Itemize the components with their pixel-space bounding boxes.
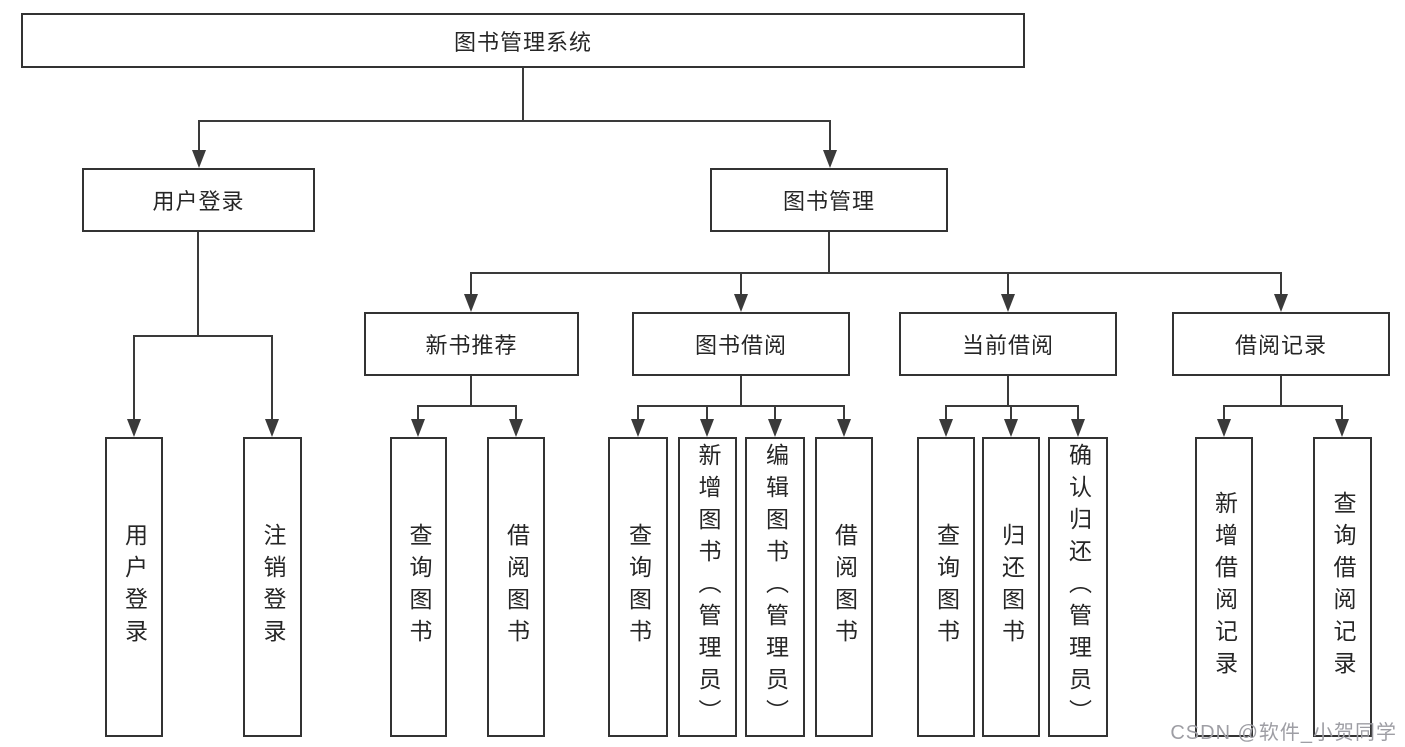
arrow-down-icon bbox=[192, 150, 206, 168]
node-leaf-logout-label: 注销登录 bbox=[260, 523, 286, 651]
connector-line bbox=[774, 405, 776, 421]
arrow-down-icon bbox=[1335, 419, 1349, 437]
connector-line bbox=[945, 405, 1079, 407]
node-leaf-add-books-admin-label: 新增图书（管理员） bbox=[695, 443, 721, 731]
node-leaf-edit-books-admin-label: 编辑图书（管理员） bbox=[762, 443, 789, 731]
node-new-book-recommend: 新书推荐 bbox=[364, 312, 579, 376]
node-root-label: 图书管理系统 bbox=[453, 29, 592, 55]
node-book-borrow-label: 图书借阅 bbox=[694, 333, 787, 358]
node-leaf-confirm-return-admin: 确认归还（管理员） bbox=[1048, 437, 1108, 737]
arrow-down-icon bbox=[464, 294, 478, 312]
arrow-down-icon bbox=[734, 294, 748, 312]
connector-line bbox=[198, 120, 831, 122]
arrow-down-icon bbox=[265, 419, 279, 437]
node-leaf-return-books: 归还图书 bbox=[982, 437, 1040, 737]
node-leaf-confirm-return-admin-label: 确认归还（管理员） bbox=[1065, 443, 1092, 731]
connector-line bbox=[1341, 405, 1343, 421]
arrow-down-icon bbox=[1004, 419, 1018, 437]
node-leaf-add-borrow-record: 新增借阅记录 bbox=[1195, 437, 1253, 737]
node-book-management: 图书管理 bbox=[710, 168, 948, 232]
node-leaf-borrow-query-books-label: 查询图书 bbox=[625, 523, 652, 651]
node-user-login: 用户登录 bbox=[82, 168, 315, 232]
arrow-down-icon bbox=[768, 419, 782, 437]
connector-line bbox=[945, 405, 947, 421]
connector-line bbox=[271, 335, 273, 419]
connector-line bbox=[706, 405, 708, 421]
arrow-down-icon bbox=[837, 419, 851, 437]
connector-line bbox=[637, 405, 639, 421]
connector-line bbox=[417, 405, 517, 407]
node-new-book-recommend-label: 新书推荐 bbox=[425, 333, 518, 358]
node-borrow-records: 借阅记录 bbox=[1172, 312, 1390, 376]
connector-line bbox=[1010, 405, 1012, 421]
connector-line bbox=[829, 120, 831, 152]
node-leaf-user-login-label: 用户登录 bbox=[121, 523, 148, 651]
node-current-borrow: 当前借阅 bbox=[899, 312, 1117, 376]
connector-line bbox=[740, 376, 742, 405]
connector-line bbox=[1280, 376, 1282, 405]
connector-line bbox=[198, 120, 200, 152]
node-leaf-add-books-admin: 新增图书（管理员） bbox=[678, 437, 737, 737]
node-leaf-current-query-books-label: 查询图书 bbox=[933, 523, 960, 651]
connector-line bbox=[417, 405, 419, 421]
node-leaf-borrow-books: 借阅图书 bbox=[815, 437, 873, 737]
connector-line bbox=[637, 405, 845, 407]
connector-line bbox=[1223, 405, 1225, 421]
connector-line bbox=[1007, 272, 1009, 296]
connector-line bbox=[470, 272, 1282, 274]
arrow-down-icon bbox=[631, 419, 645, 437]
arrow-down-icon bbox=[939, 419, 953, 437]
connector-line bbox=[197, 232, 199, 335]
arrow-down-icon bbox=[127, 419, 141, 437]
arrow-down-icon bbox=[823, 150, 837, 168]
node-book-management-label: 图书管理 bbox=[782, 189, 875, 214]
arrow-down-icon bbox=[1071, 419, 1085, 437]
node-leaf-newbook-borrow-books: 借阅图书 bbox=[487, 437, 545, 737]
connector-line bbox=[515, 405, 517, 421]
node-leaf-add-borrow-record-label: 新增借阅记录 bbox=[1211, 491, 1238, 683]
connector-line bbox=[828, 232, 830, 272]
node-leaf-borrow-query-books: 查询图书 bbox=[608, 437, 668, 737]
connector-line bbox=[470, 272, 472, 296]
node-user-login-label: 用户登录 bbox=[152, 189, 245, 214]
arrow-down-icon bbox=[509, 419, 523, 437]
node-leaf-newbook-query-books-label: 查询图书 bbox=[406, 523, 432, 651]
arrow-down-icon bbox=[700, 419, 714, 437]
connector-line bbox=[1077, 405, 1079, 421]
connector-line bbox=[843, 405, 845, 421]
node-leaf-query-borrow-record-label: 查询借阅记录 bbox=[1330, 491, 1356, 683]
connector-line bbox=[133, 335, 273, 337]
node-leaf-return-books-label: 归还图书 bbox=[998, 523, 1025, 651]
connector-line bbox=[1007, 376, 1009, 405]
node-leaf-current-query-books: 查询图书 bbox=[917, 437, 975, 737]
node-leaf-newbook-borrow-books-label: 借阅图书 bbox=[503, 523, 530, 651]
node-borrow-records-label: 借阅记录 bbox=[1234, 333, 1327, 358]
connector-line bbox=[740, 272, 742, 296]
arrow-down-icon bbox=[1274, 294, 1288, 312]
node-book-borrow: 图书借阅 bbox=[632, 312, 850, 376]
csdn-watermark: CSDN @软件_小贺同学 bbox=[1170, 722, 1397, 744]
node-leaf-edit-books-admin: 编辑图书（管理员） bbox=[745, 437, 805, 737]
node-leaf-query-borrow-record: 查询借阅记录 bbox=[1313, 437, 1372, 737]
node-leaf-user-login: 用户登录 bbox=[105, 437, 163, 737]
arrow-down-icon bbox=[1217, 419, 1231, 437]
connector-line bbox=[133, 335, 135, 419]
node-leaf-borrow-books-label: 借阅图书 bbox=[831, 523, 858, 651]
connector-line bbox=[522, 68, 524, 120]
connector-line bbox=[470, 376, 472, 405]
connector-line bbox=[1280, 272, 1282, 296]
node-leaf-newbook-query-books: 查询图书 bbox=[390, 437, 447, 737]
arrow-down-icon bbox=[411, 419, 425, 437]
node-leaf-logout: 注销登录 bbox=[243, 437, 302, 737]
connector-line bbox=[1223, 405, 1343, 407]
arrow-down-icon bbox=[1001, 294, 1015, 312]
node-root-system: 图书管理系统 bbox=[21, 13, 1025, 68]
node-current-borrow-label: 当前借阅 bbox=[961, 333, 1054, 358]
